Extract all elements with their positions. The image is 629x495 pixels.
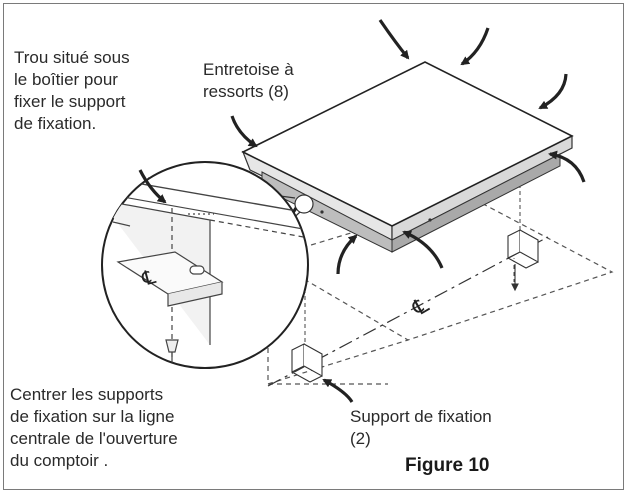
countertop-cutout-outline	[266, 196, 614, 385]
mounting-bracket-left	[291, 343, 323, 383]
mounting-bracket-right	[507, 229, 539, 292]
centerline-symbol: ℄	[408, 292, 434, 322]
figure-title: Figure 10	[405, 455, 490, 476]
centerline-symbol-detail: ℄	[138, 264, 158, 291]
figure-frame	[3, 3, 624, 490]
label-hole-under-box: Trou situé sous le boîtier pour fixer le…	[14, 48, 130, 133]
spacer-arrows	[230, 19, 586, 403]
cooktop-glass-top	[241, 61, 574, 227]
label-spring-spacer: Entretoise à ressorts (8)	[203, 60, 294, 101]
alignment-lines	[304, 170, 521, 352]
centerline	[267, 236, 549, 387]
detail-magnifier: ℄	[101, 161, 309, 369]
label-mounting-bracket: Support de fixation (2)	[350, 407, 492, 448]
label-center-supports: Centrer les supports de fixation sur la …	[10, 385, 178, 470]
